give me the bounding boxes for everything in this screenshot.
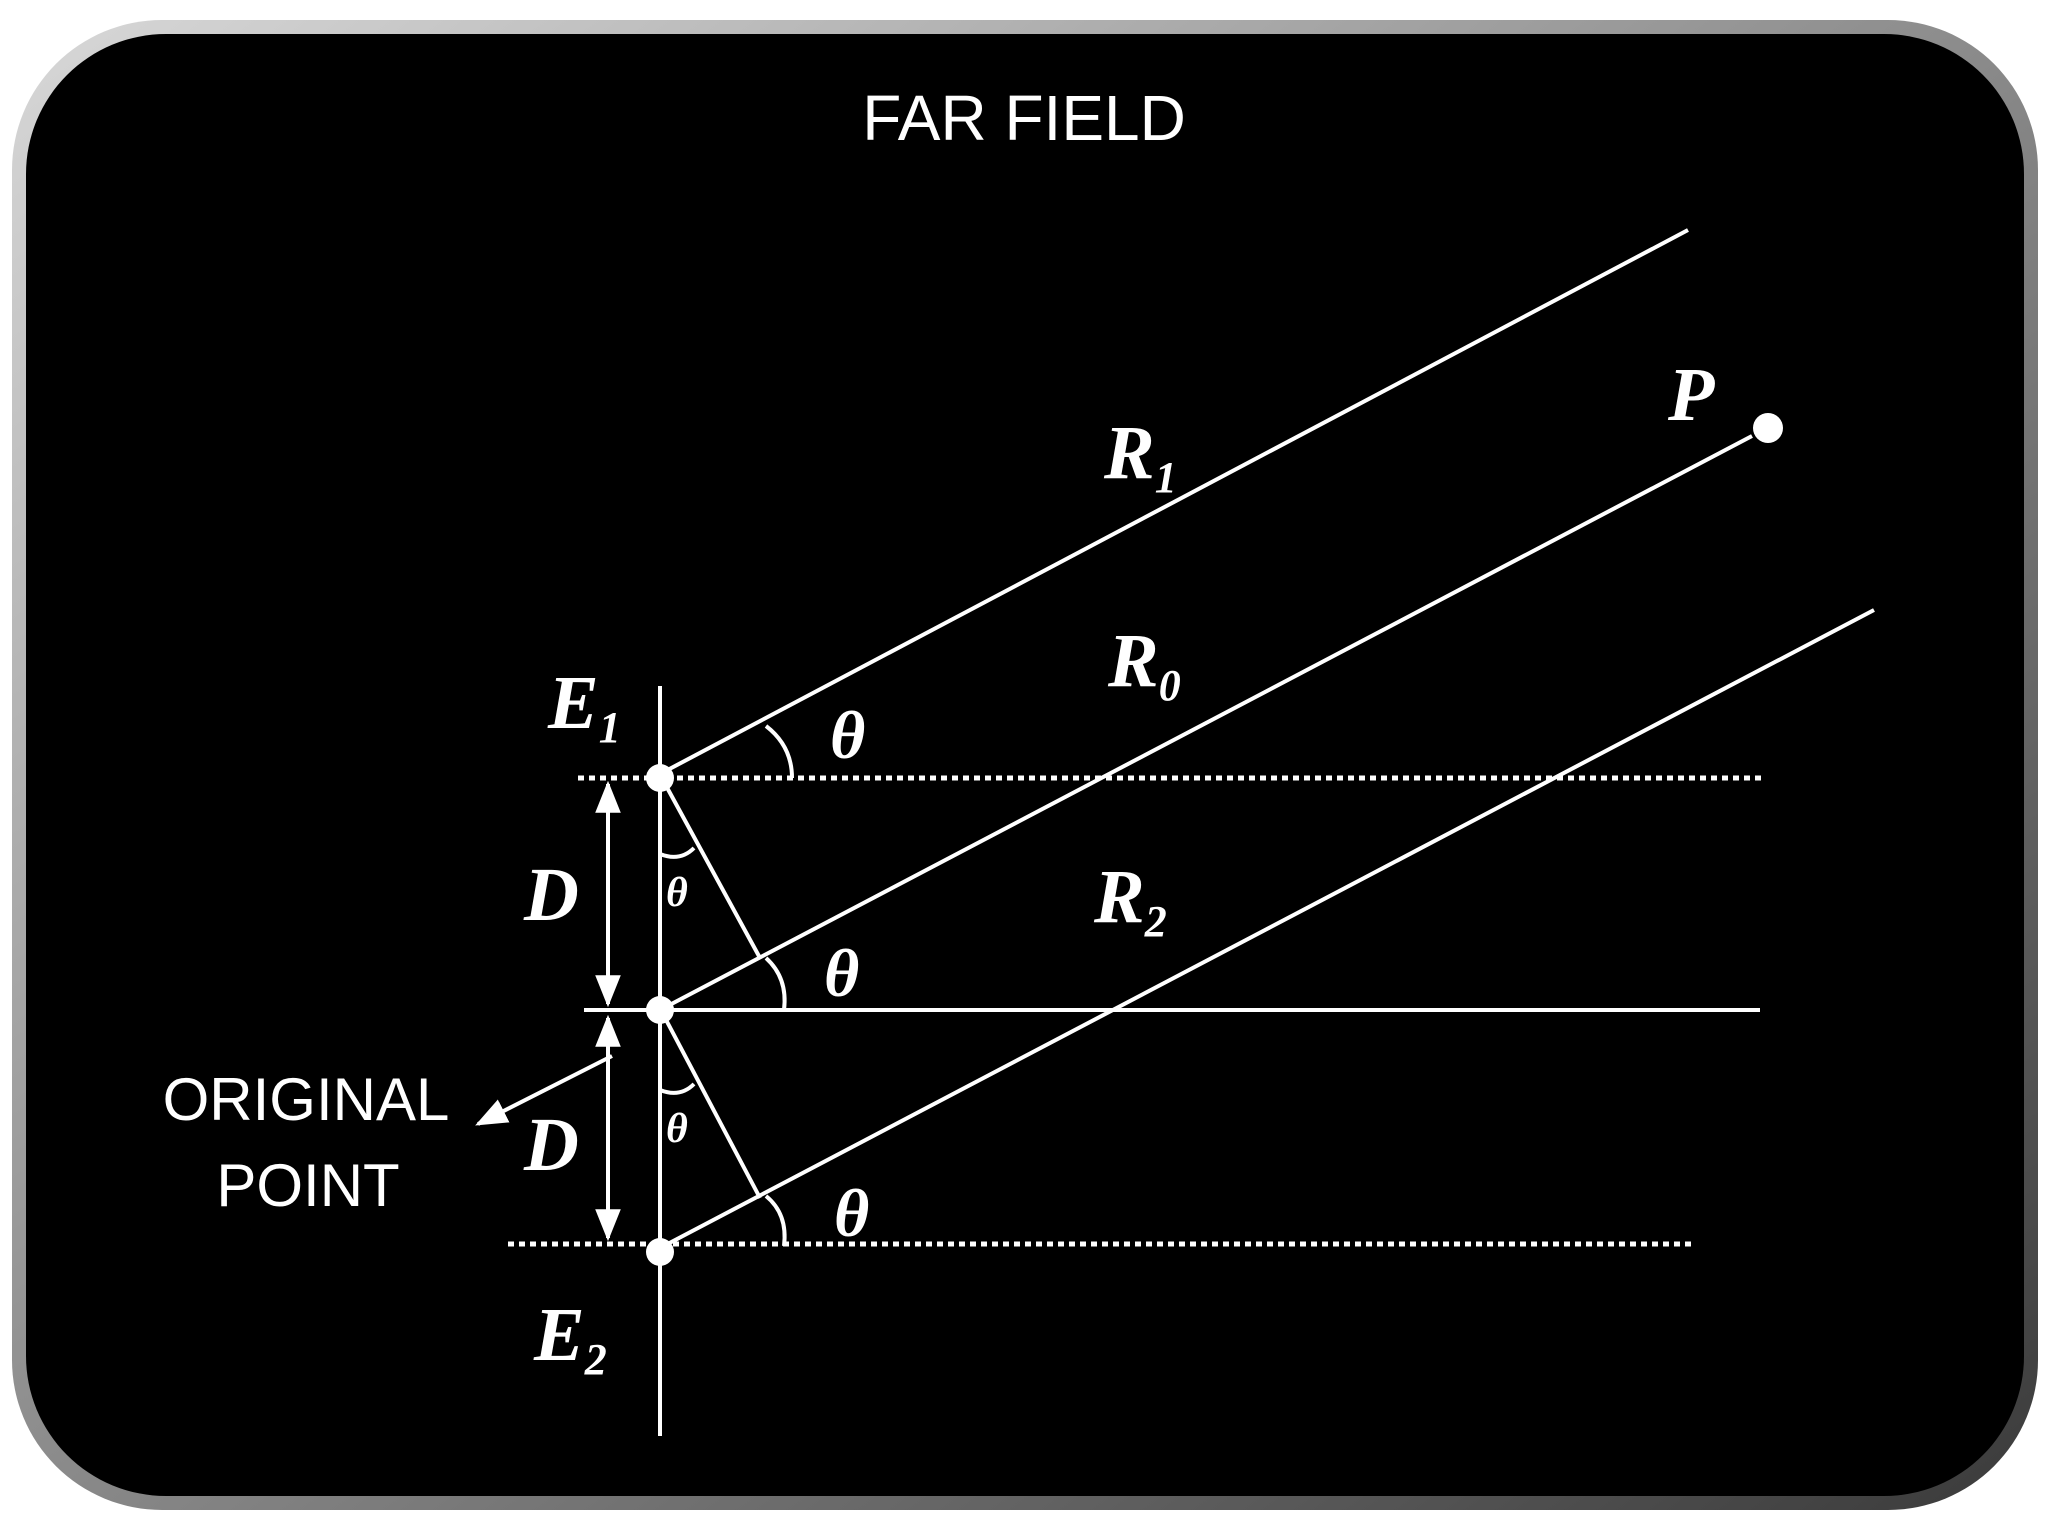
- angle-arc-e1: [764, 724, 794, 779]
- original-point-arrow: [475, 1054, 613, 1126]
- label-p: P: [1667, 353, 1715, 437]
- original-point-label-line2: POINT: [216, 1152, 399, 1219]
- label-theta-vertical-lower: θ: [666, 1106, 688, 1152]
- label-theta-origin: θ: [824, 935, 859, 1011]
- angle-arc-e2: [764, 1194, 787, 1247]
- frame-panel: [26, 34, 2024, 1496]
- original-point-label-line1: ORIGINAL: [163, 1066, 450, 1133]
- label-theta-vertical-upper: θ: [666, 870, 688, 916]
- label-e1: E1: [547, 661, 621, 752]
- label-r2: R2: [1093, 855, 1167, 946]
- element-e1-dot: [646, 764, 674, 792]
- ray-r1: [659, 228, 1689, 776]
- diagram-title: FAR FIELD: [862, 82, 1186, 154]
- ray-r0: [659, 434, 1753, 1012]
- label-r1: R1: [1103, 411, 1177, 502]
- angle-arc-origin: [764, 956, 787, 1011]
- label-e2: E2: [533, 1293, 607, 1384]
- projection-line-upper: [662, 781, 762, 959]
- element-e2-dot: [646, 1238, 674, 1266]
- label-theta-e2: θ: [834, 1175, 869, 1251]
- projection-line-lower: [662, 1015, 762, 1199]
- label-r0: R0: [1107, 619, 1181, 710]
- label-d-lower: D: [523, 1103, 579, 1187]
- ray-r2: [659, 608, 1875, 1250]
- angle-arc-upper-vertical: [659, 846, 696, 859]
- label-theta-e1: θ: [830, 697, 865, 773]
- origin-dot: [646, 996, 674, 1024]
- label-d-upper: D: [523, 853, 579, 937]
- point-p-dot: [1753, 413, 1783, 443]
- angle-arc-lower-vertical: [659, 1082, 696, 1095]
